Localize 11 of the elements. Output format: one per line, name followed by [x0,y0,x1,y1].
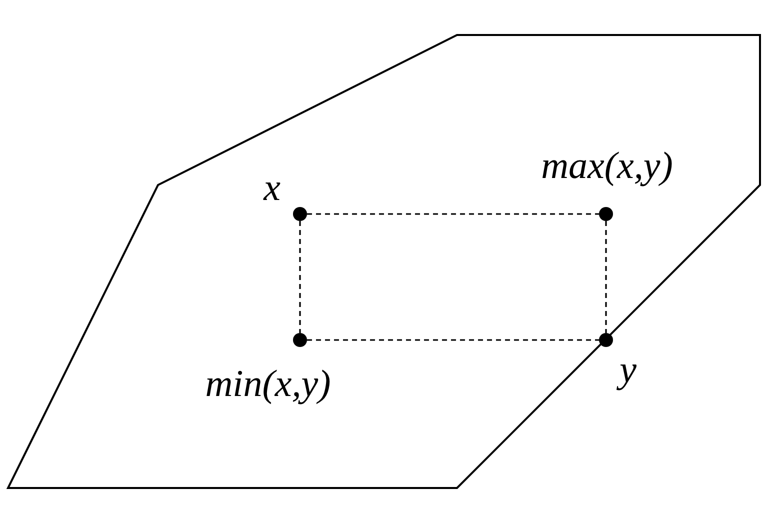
point-label: max(x,y) [541,147,673,185]
dashed-line [307,213,599,215]
point-dot [599,207,613,221]
dashed-line [605,221,607,333]
point-dot [293,333,307,347]
dashed-line [307,339,599,341]
point-label: min(x,y) [205,365,331,403]
point-dot [599,333,613,347]
dashed-line [299,221,301,333]
point-dot [293,207,307,221]
point-label: x [264,169,280,207]
